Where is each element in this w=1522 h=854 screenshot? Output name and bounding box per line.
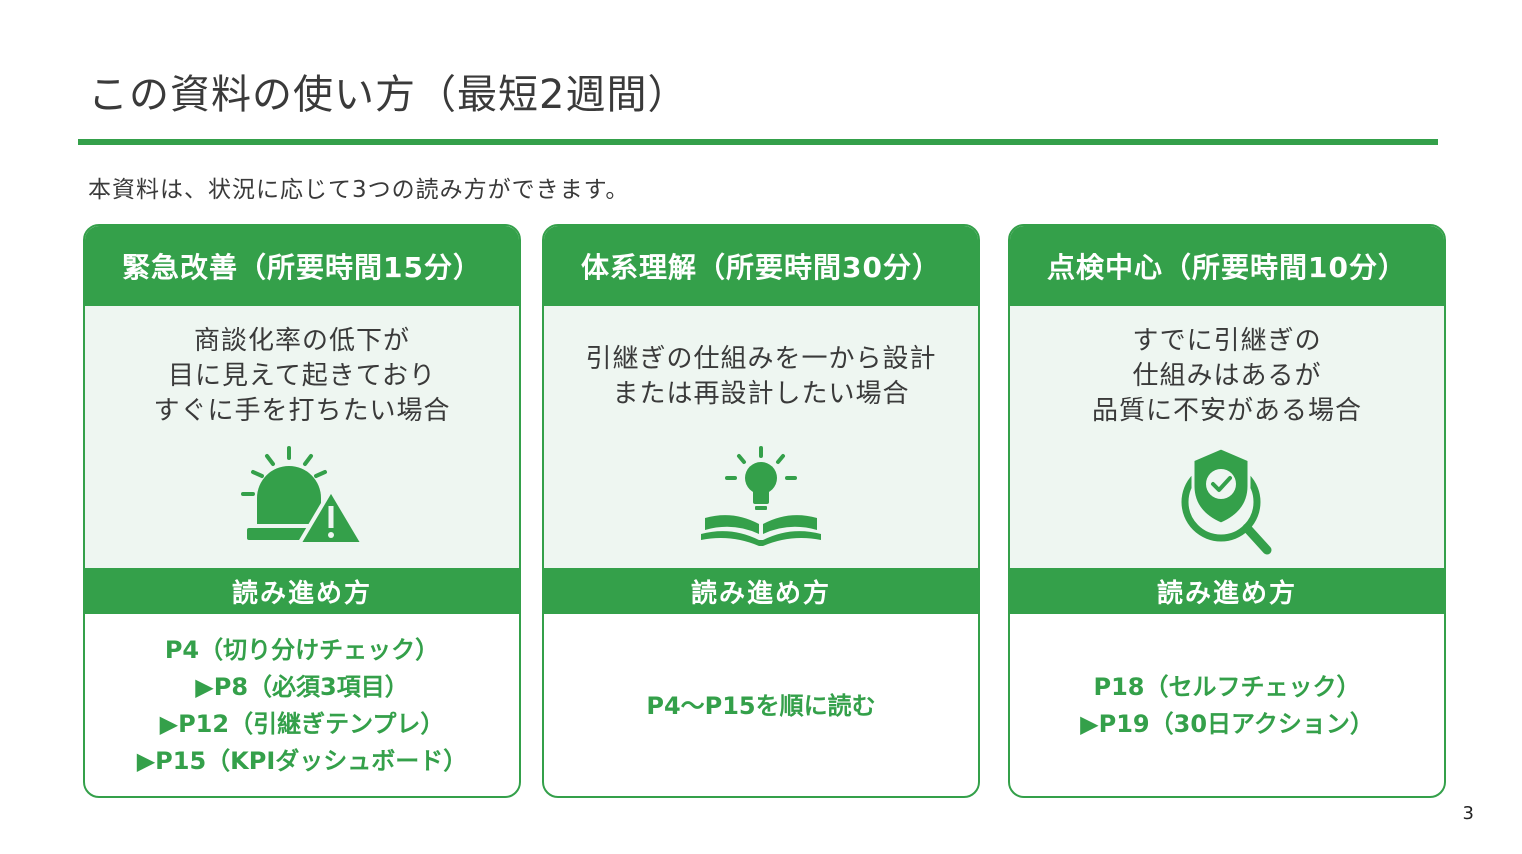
read-order-steps: P4〜P15を順に読む — [544, 614, 978, 796]
card-panel: すでに引継ぎの 仕組みはあるが 品質に不安がある場合 — [1010, 306, 1444, 568]
page-title: この資料の使い方（最短2週間） — [88, 72, 689, 118]
read-step: ▶P8（必須3項目） — [195, 673, 409, 701]
alarm-warning-icon — [241, 446, 365, 546]
read-step: ▶P15（KPIダッシュボード） — [136, 747, 468, 775]
description-line: 目に見えて起きており — [168, 361, 436, 391]
read-step: P4（切り分けチェック） — [164, 636, 440, 664]
description-line: 品質に不安がある場合 — [1091, 396, 1362, 426]
read-step: ▶P12（引継ぎテンプレ） — [159, 710, 445, 738]
description-line: すぐに手を打ちたい場合 — [153, 396, 451, 426]
card-heading: 体系理解（所要時間30分） — [544, 226, 978, 306]
read-step: P4〜P15を順に読む — [646, 691, 876, 720]
description-line: すでに引継ぎの — [1132, 326, 1322, 356]
read-order-heading: 読み進め方 — [85, 568, 519, 614]
description-line: または再設計したい場合 — [612, 379, 910, 409]
shield-search-icon — [1181, 446, 1272, 555]
read-step: ▶P19（30日アクション） — [1080, 710, 1374, 738]
card-systematic: 体系理解（所要時間30分） 引継ぎの仕組みを一から設計 または再設計したい場合 … — [542, 224, 980, 798]
description-line: 商談化率の低下が — [193, 326, 410, 356]
card-description: 引継ぎの仕組みを一から設計 または再設計したい場合 — [544, 342, 978, 412]
book-lightbulb-icon — [701, 446, 821, 546]
page-number: 3 — [1462, 803, 1474, 824]
read-order-heading: 読み進め方 — [544, 568, 978, 614]
description-line: 仕組みはあるが — [1132, 361, 1322, 391]
card-panel: 商談化率の低下が 目に見えて起きており すぐに手を打ちたい場合 — [85, 306, 519, 568]
description-line: 引継ぎの仕組みを一から設計 — [585, 344, 937, 374]
card-description: すでに引継ぎの 仕組みはあるが 品質に不安がある場合 — [1010, 324, 1444, 429]
read-order-heading: 読み進め方 — [1010, 568, 1444, 614]
card-inspection: 点検中心（所要時間10分） すでに引継ぎの 仕組みはあるが 品質に不安がある場合… — [1008, 224, 1446, 798]
read-step: P18（セルフチェック） — [1093, 673, 1361, 701]
card-heading: 点検中心（所要時間10分） — [1010, 226, 1444, 306]
card-urgent: 緊急改善（所要時間15分） 商談化率の低下が 目に見えて起きており すぐに手を打… — [83, 224, 521, 798]
card-description: 商談化率の低下が 目に見えて起きており すぐに手を打ちたい場合 — [85, 324, 519, 429]
intro-text: 本資料は、状況に応じて3つの読み方ができます。 — [88, 177, 630, 203]
read-order-steps: P4（切り分けチェック） ▶P8（必須3項目） ▶P12（引継ぎテンプレ） ▶P… — [85, 614, 519, 796]
read-order-steps: P18（セルフチェック） ▶P19（30日アクション） — [1010, 614, 1444, 796]
card-heading: 緊急改善（所要時間15分） — [85, 226, 519, 306]
card-panel: 引継ぎの仕組みを一から設計 または再設計したい場合 — [544, 306, 978, 568]
title-underline — [78, 139, 1438, 145]
